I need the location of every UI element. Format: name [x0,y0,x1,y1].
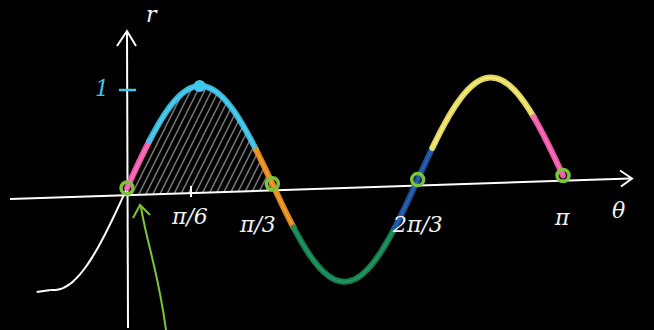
peak-dot [194,80,206,92]
tick-mark [190,186,192,197]
zero-dot [412,174,424,186]
tick-label: 1 [95,78,109,100]
tick-mark [119,89,136,92]
theta-axis [10,179,630,199]
axis-label: r [146,4,157,26]
curve-segment [432,78,533,148]
zero-dot [266,178,278,190]
curve-segment [127,141,149,188]
curve-segment [149,86,256,150]
pointer-arrow [133,205,150,218]
curve [51,78,563,290]
tick-label: π [555,207,569,229]
tick-label: π/3 [240,214,276,236]
zero-dot [121,182,133,194]
zero-dot [557,169,569,181]
curve-segment [294,227,395,281]
tick-label: 2π/3 [393,214,443,236]
axis-label: θ [612,200,625,222]
curve-segment [534,117,563,175]
axis-arrowhead [117,31,136,46]
tick-label: π/6 [172,206,208,228]
curve [37,290,51,292]
axis-arrowhead [620,171,632,187]
shaded-area [80,80,385,200]
pointer-arrow [141,207,166,330]
